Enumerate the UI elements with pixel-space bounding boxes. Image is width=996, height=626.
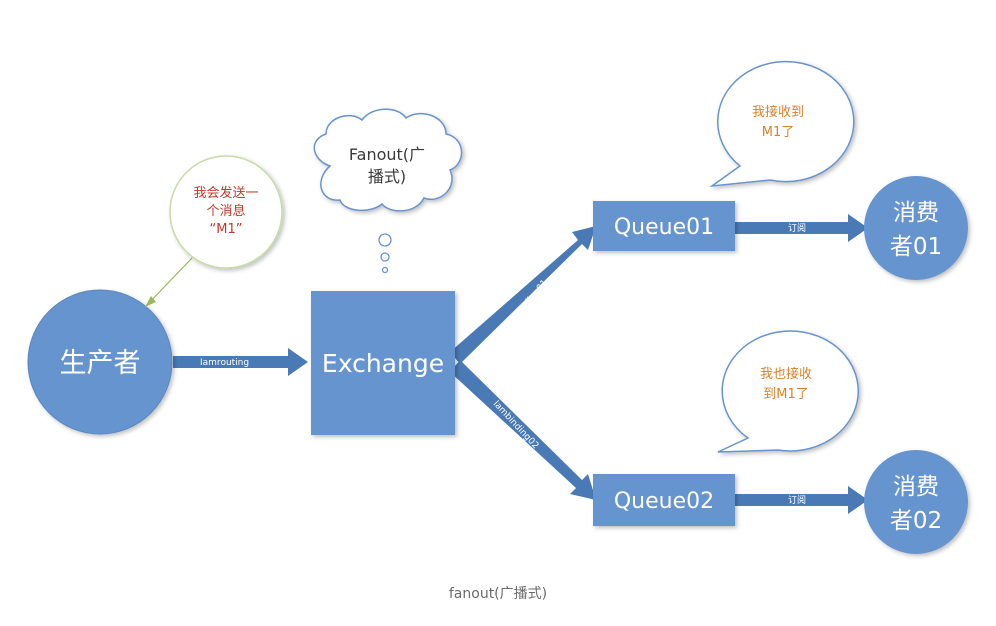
consumer01-label-line1: 消费 (893, 200, 939, 226)
arrow-exchange-queue1: lambinding01 (450, 226, 596, 364)
consumer02-bubble-line1: 我也接收 (760, 366, 812, 382)
edge-label-binding02: lambinding02 (491, 399, 540, 451)
queue01-label: Queue01 (614, 215, 714, 240)
arrow-exchange-queue2: lambinding02 (450, 360, 596, 500)
thought-cloud-line2: 播式) (368, 167, 406, 186)
edge-label-iamrouting: Iamrouting (200, 358, 249, 368)
consumer01-label-line2: 者01 (890, 234, 942, 260)
thought-cloud-line1: Fanout(广 (349, 145, 425, 164)
producer-speech-bubble: 我会发送一 个消息 “M1” (144, 155, 283, 308)
producer-bubble-line1: 我会发送一 (193, 185, 258, 201)
queue01-node: Queue01 (593, 201, 735, 251)
consumer02-node: 消费 者02 (864, 450, 968, 554)
exchange-node: Exchange (311, 291, 455, 435)
arrow-producer-exchange: Iamrouting (173, 348, 308, 376)
edge-label-subscribe-1: 订阅 (788, 223, 806, 234)
arrow-queue1-consumer1: 订阅 (735, 214, 868, 242)
consumer01-speech-bubble: 我接收到 M1了 (709, 60, 855, 188)
exchange-label: Exchange (322, 349, 444, 378)
exchange-thought-cloud: Fanout(广 播式) (313, 108, 463, 274)
producer-bubble-line2: 个消息 (206, 203, 245, 219)
edge-label-subscribe-2: 订阅 (788, 495, 806, 506)
consumer02-bubble-line2: 到M1了 (763, 387, 809, 402)
queue02-node: Queue02 (593, 474, 735, 526)
queue02-label: Queue02 (614, 489, 714, 514)
producer-bubble-line3: “M1” (210, 222, 243, 237)
consumer02-speech-bubble: 我也接收 到M1了 (717, 330, 859, 453)
consumer01-node: 消费 者01 (864, 176, 968, 280)
arrow-queue2-consumer2: 订阅 (735, 486, 868, 514)
figure-caption: fanout(广播式) (448, 586, 548, 602)
consumer02-label-line1: 消费 (893, 474, 939, 500)
consumer01-bubble-line2: M1了 (762, 125, 795, 140)
consumer02-label-line2: 者02 (890, 508, 942, 534)
producer-label: 生产者 (60, 348, 141, 379)
producer-node: 生产者 (27, 289, 173, 435)
consumer01-bubble-line1: 我接收到 (752, 104, 804, 120)
